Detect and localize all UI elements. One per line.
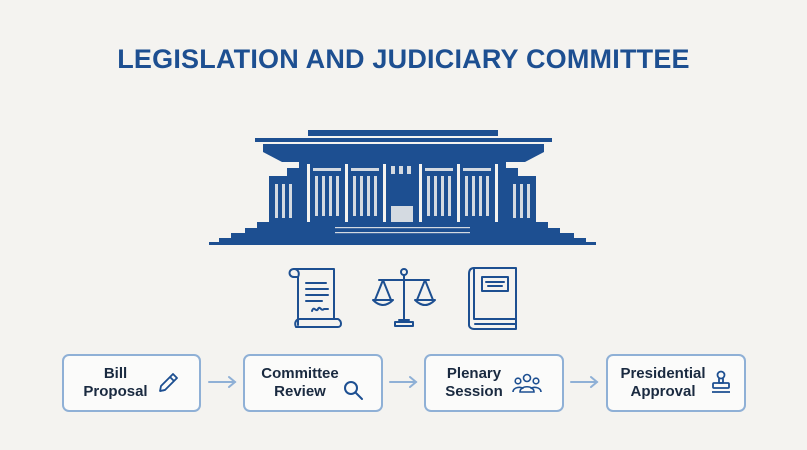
magnifier-icon [341, 378, 365, 402]
step-presidential-approval: Presidential Approval [606, 354, 746, 412]
page-title: LEGISLATION AND JUDICIARY COMMITTEE [117, 44, 690, 74]
document-scroll-icon [288, 268, 342, 328]
pencil-icon [156, 371, 180, 395]
step-label-line1: Plenary [446, 365, 502, 382]
arrow-right-icon [208, 376, 237, 388]
step-bill-proposal: Bill Proposal [62, 354, 201, 412]
step-label-line2: Session [445, 383, 503, 400]
step-label-line2: Proposal [83, 383, 148, 400]
people-group-icon [511, 371, 543, 395]
step-plenary-session: Plenary Session [424, 354, 564, 412]
parliament-building-icon [209, 130, 596, 245]
step-label-line1: Bill [103, 365, 128, 382]
law-book-icon [468, 267, 517, 330]
arrow-right-icon [389, 376, 418, 388]
stamp-icon [710, 370, 732, 396]
step-label-line2: Approval [630, 383, 696, 400]
step-label-line2: Review [274, 383, 326, 400]
step-label-line1: Committee [261, 365, 339, 382]
scales-of-justice-icon [372, 268, 436, 327]
step-committee-review: Committee Review [243, 354, 383, 412]
arrow-right-icon [570, 376, 599, 388]
step-label-line1: Presidential [620, 365, 706, 382]
